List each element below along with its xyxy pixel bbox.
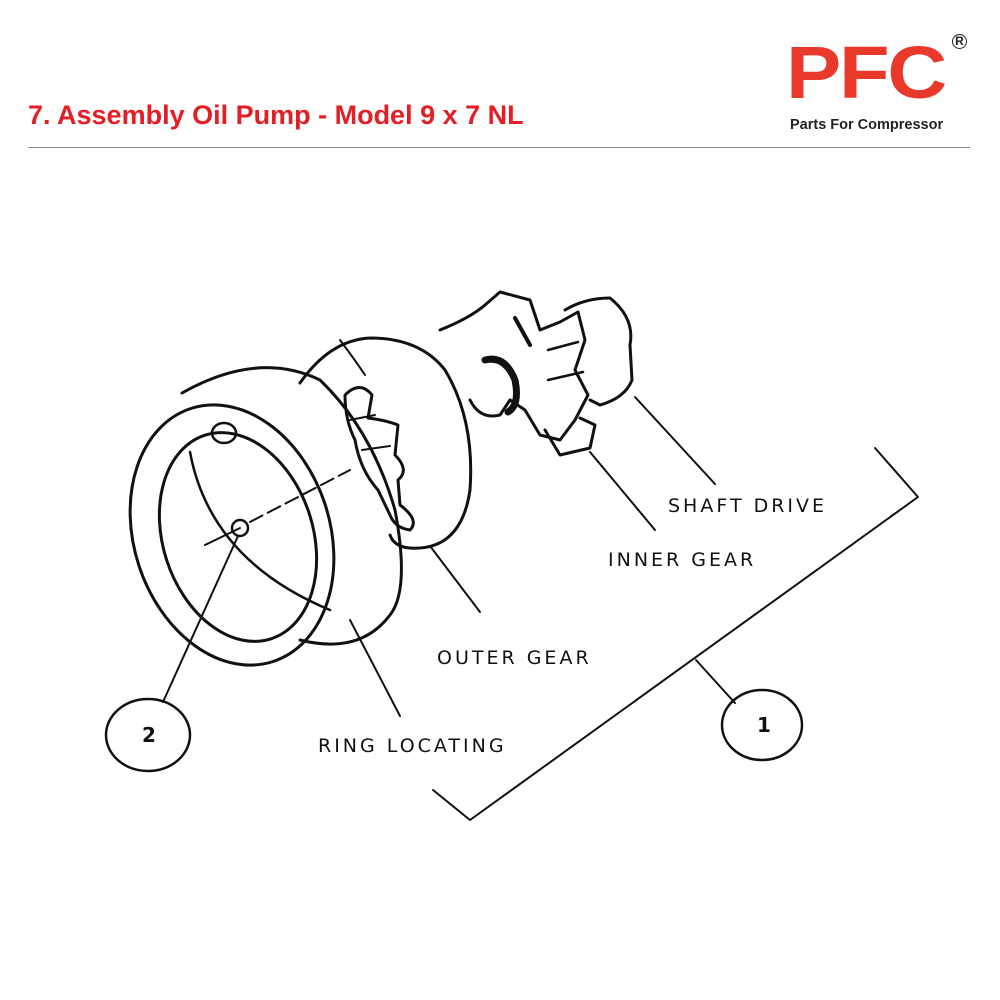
title-divider [28, 147, 970, 148]
callout-2-circle [104, 697, 192, 773]
logo-tagline: Parts For Compressor [790, 117, 944, 133]
page-title: 7. Assembly Oil Pump - Model 9 x 7 NL [28, 100, 524, 130]
shaft-drive-leader [634, 396, 716, 485]
outer-gear-part [298, 336, 473, 550]
callout-1-number: 1 [757, 713, 771, 737]
label-shaft-drive: SHAFT DRIVE [668, 495, 827, 517]
registered-mark-icon: R [952, 34, 967, 49]
inner-gear-part [438, 290, 597, 457]
callout-1-circle [720, 688, 804, 762]
callout-2-leader [162, 535, 239, 703]
shaft-drive-part [563, 296, 634, 407]
logo-letters: PFC [786, 31, 947, 114]
callout-2-number: 2 [142, 723, 156, 747]
inner-gear-leader [589, 451, 656, 531]
label-inner-gear: INNER GEAR [608, 549, 756, 571]
ring-locating-part [128, 366, 403, 667]
outer-gear-leader [429, 545, 481, 613]
label-ring-locating: RING LOCATING [318, 735, 507, 757]
pfc-logo: PFC R Parts For Compressor [786, 31, 976, 136]
callout-1-leader [695, 659, 736, 704]
item-1-bracket [432, 447, 919, 821]
ring-locating-leader [349, 619, 401, 717]
label-outer-gear: OUTER GEAR [437, 647, 592, 669]
